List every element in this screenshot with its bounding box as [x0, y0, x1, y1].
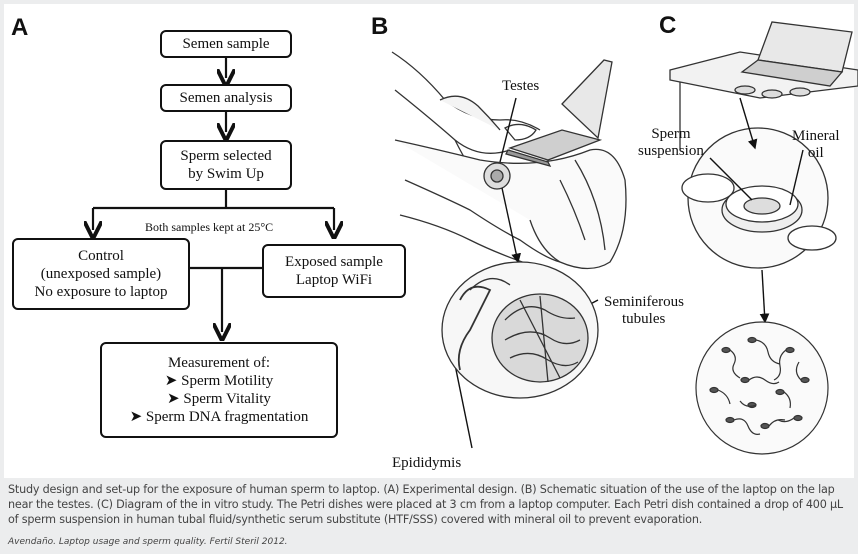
measure-item: ➤ Sperm DNA fragmentation	[129, 409, 309, 425]
measure-item: ➤ Sperm Motility	[164, 373, 274, 389]
box-control-line3: No exposure to laptop	[34, 284, 168, 300]
box-exposed-line1: Exposed sample	[285, 254, 383, 270]
panel-c-pointers	[709, 97, 804, 324]
petri-dish-detail	[681, 127, 837, 269]
laptop-user-illustration	[391, 51, 627, 270]
table-laptop-illustration	[669, 21, 858, 150]
label-oil-line2: oil	[807, 145, 824, 162]
label-seminiferous-line1: Seminiferous	[604, 294, 684, 310]
label-oil-line1: Mineral	[792, 128, 840, 144]
panel-a-letter: A	[11, 14, 29, 41]
box-semen-sample: Semen sample	[160, 30, 292, 58]
label-sperm-line2: suspension	[638, 143, 704, 160]
measure-item: ➤ Sperm Vitality	[167, 391, 271, 407]
box-control-line2: (unexposed sample)	[40, 266, 162, 282]
box-control-line1: Control	[78, 248, 124, 264]
label-epididymis: Epididymis	[392, 455, 462, 471]
box-exposed-line2: Laptop WiFi	[295, 272, 373, 288]
box-sperm-selected: Sperm selected by Swim Up	[160, 140, 292, 190]
label-seminiferous: Seminiferous tubules	[604, 294, 684, 329]
measure-title: Measurement of:	[167, 355, 271, 371]
panel-c-letter: C	[659, 12, 677, 39]
sperm-cells-detail	[695, 321, 829, 455]
box-sperm-selected-line2: by Swim Up	[188, 166, 264, 182]
box-exposed: Exposed sample Laptop WiFi	[262, 244, 406, 298]
split-note: Both samples kept at 25°C	[145, 220, 274, 234]
label-seminiferous-line2: tubules	[622, 311, 666, 328]
box-sperm-selected-line1: Sperm selected	[180, 148, 272, 164]
figure-citation: Avendaño. Laptop usage and sperm quality…	[8, 537, 288, 547]
flowchart-connectors	[93, 58, 334, 332]
box-control: Control (unexposed sample) No exposure t…	[12, 238, 190, 310]
label-sperm-line1: Sperm	[651, 126, 691, 142]
box-semen-analysis: Semen analysis	[160, 84, 292, 112]
label-sperm-suspension: Sperm suspension	[638, 126, 704, 161]
box-measurement: Measurement of: ➤ Sperm Motility ➤ Sperm…	[100, 342, 338, 438]
label-mineral-oil: Mineral oil	[792, 128, 839, 163]
testis-cross-section	[441, 261, 599, 399]
label-testes: Testes	[502, 78, 540, 94]
figure-caption: Study design and set-up for the exposure…	[8, 483, 843, 526]
panel-b-letter: B	[371, 13, 389, 40]
